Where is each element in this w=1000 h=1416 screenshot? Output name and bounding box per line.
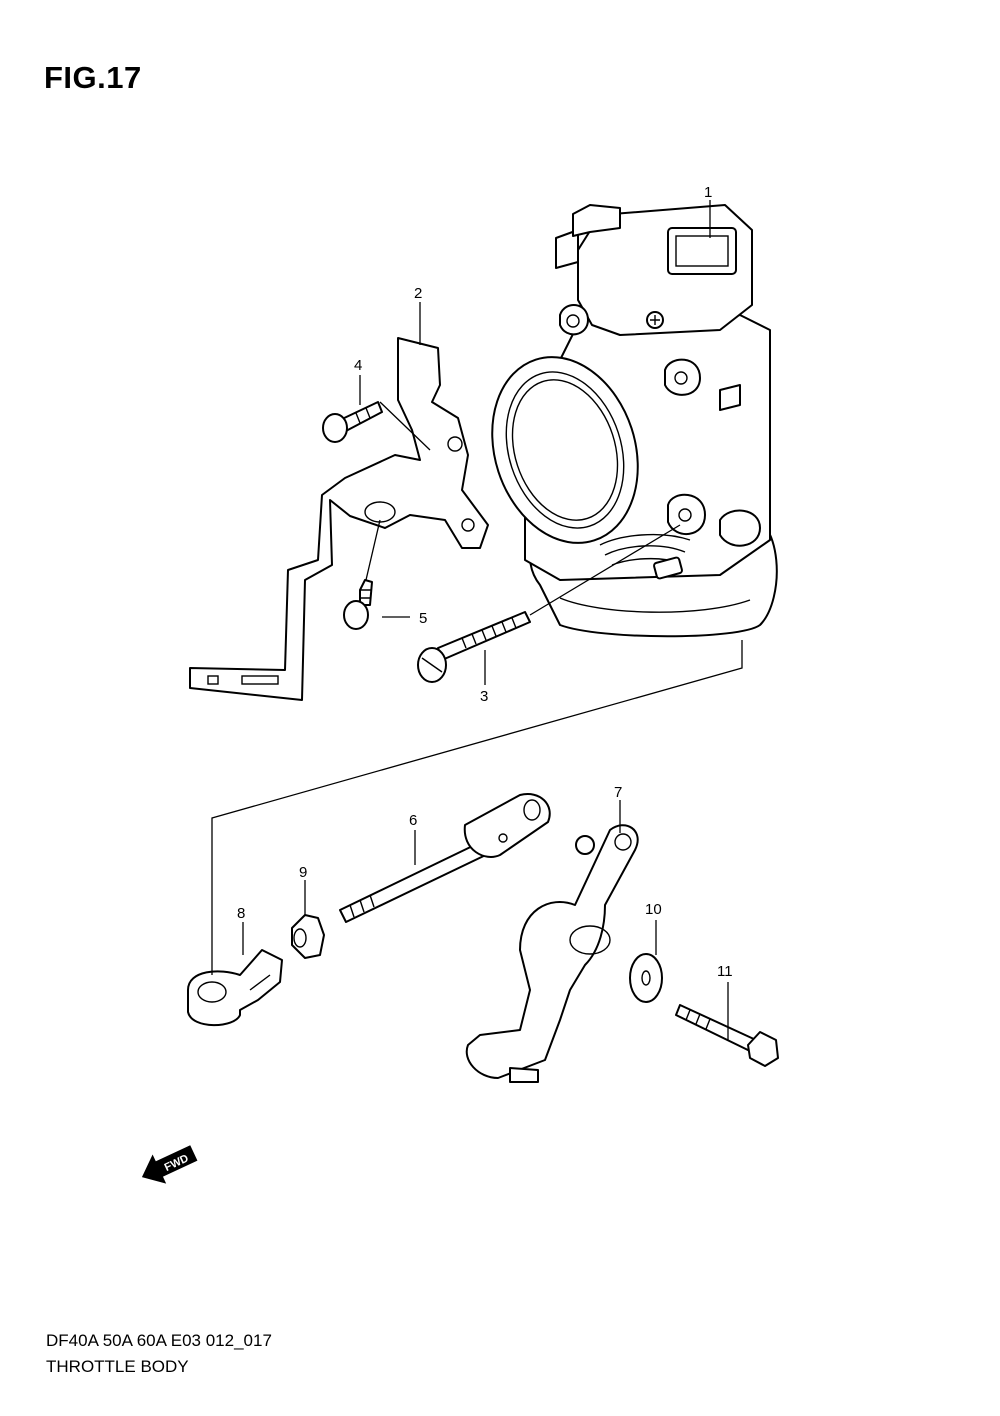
callout-2: 2 — [414, 285, 422, 302]
figure-title: FIG.17 — [44, 60, 142, 95]
callout-7: 7 — [614, 784, 622, 801]
nut — [291, 914, 325, 959]
callout-5: 5 — [419, 610, 427, 627]
callout-6: 6 — [409, 812, 417, 829]
long-bolt — [417, 611, 531, 683]
callout-10: 10 — [645, 901, 662, 918]
leader-lines — [211, 200, 743, 1040]
washer — [629, 953, 663, 1003]
footer-model-code: DF40A 50A 60A E03 012_017 — [46, 1331, 272, 1350]
fwd-arrow-icon: FWD — [141, 1145, 198, 1184]
throttle-lever — [465, 824, 639, 1083]
callout-8: 8 — [237, 905, 245, 922]
bracket — [189, 337, 489, 701]
bolt-4 — [322, 401, 383, 443]
fwd-label: FWD — [163, 1152, 191, 1173]
throttle-body — [491, 204, 778, 638]
rod-end — [187, 949, 283, 1027]
callout-11: 11 — [717, 963, 733, 980]
footer-section-name: THROTTLE BODY — [46, 1357, 189, 1376]
callout-3: 3 — [480, 688, 488, 705]
bolt-5 — [343, 579, 373, 630]
callout-4: 4 — [354, 357, 362, 374]
callout-numbers: 1 2 4 3 5 6 7 8 9 10 11 — [237, 184, 733, 980]
link-rod — [339, 793, 551, 923]
bolt-11 — [675, 1004, 779, 1067]
callout-1: 1 — [704, 184, 712, 201]
callout-9: 9 — [299, 864, 307, 881]
